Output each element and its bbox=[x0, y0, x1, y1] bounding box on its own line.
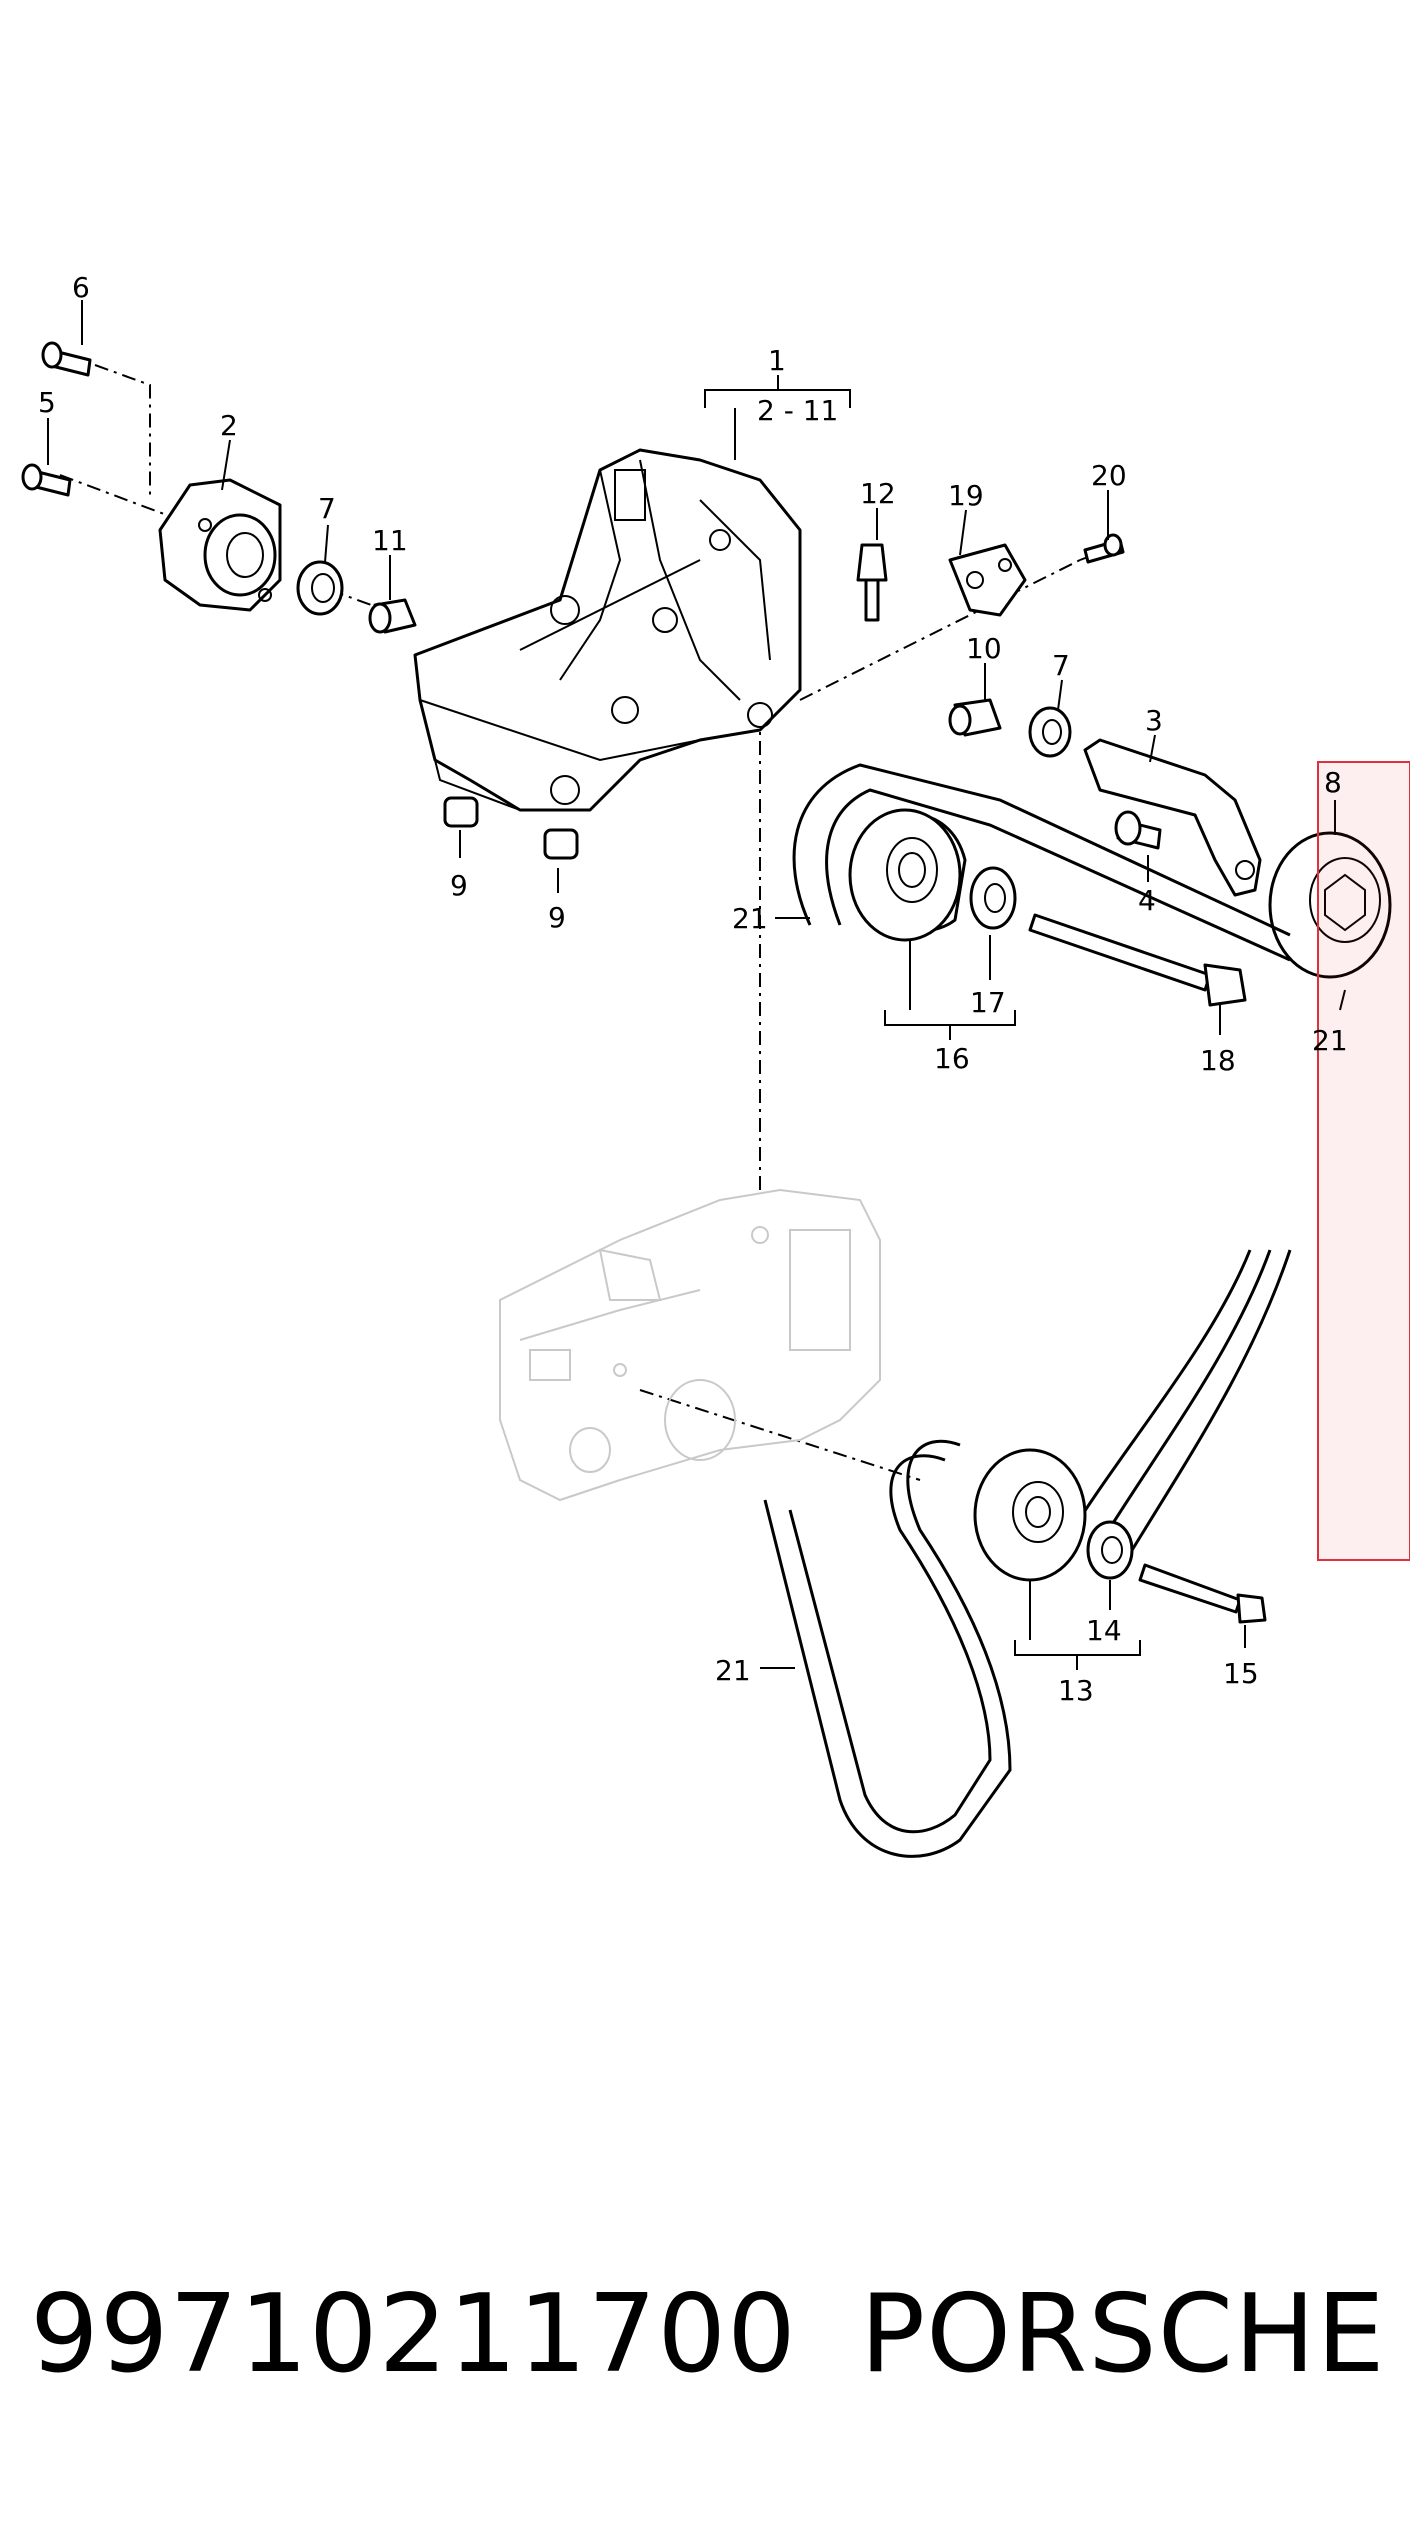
label-21-right: 21 bbox=[1312, 1024, 1348, 1057]
label-19: 19 bbox=[948, 479, 984, 512]
bolt-part-5 bbox=[21, 463, 72, 497]
label-20: 20 bbox=[1091, 459, 1127, 492]
part-number: 99710211700 bbox=[30, 2272, 797, 2397]
label-9-left: 9 bbox=[450, 869, 468, 902]
part-labels: 6 5 2 7 11 1 2 - 11 12 19 20 10 7 3 8 4 … bbox=[38, 271, 1348, 1707]
label-11: 11 bbox=[372, 524, 408, 557]
ring-part-7-right bbox=[1028, 706, 1072, 758]
bracket-housing bbox=[413, 448, 802, 812]
label-8: 8 bbox=[1324, 766, 1342, 799]
bolt-part-20 bbox=[1083, 533, 1125, 564]
washer-part-17 bbox=[969, 866, 1017, 930]
label-17: 17 bbox=[970, 986, 1006, 1019]
label-21-lower: 21 bbox=[715, 1654, 751, 1687]
belt-part-21-upper bbox=[792, 763, 1291, 962]
label-5: 5 bbox=[38, 386, 56, 419]
pulley-part-16 bbox=[848, 808, 967, 942]
clamp-part-19 bbox=[948, 543, 1027, 617]
label-15: 15 bbox=[1223, 1657, 1259, 1690]
label-7-left: 7 bbox=[318, 492, 336, 525]
tensioner-arm-part-3 bbox=[1083, 738, 1262, 897]
bolt-part-4 bbox=[1114, 810, 1162, 850]
label-13: 13 bbox=[1058, 1674, 1094, 1707]
label-16: 16 bbox=[934, 1042, 970, 1075]
leader-lines bbox=[47, 300, 1346, 1670]
washer-part-14 bbox=[1086, 1520, 1134, 1580]
label-10: 10 bbox=[966, 632, 1002, 665]
bushing-part-9-left bbox=[443, 796, 479, 828]
ring-part-7-left bbox=[296, 560, 344, 616]
sleeve-part-11 bbox=[368, 598, 417, 634]
pulley-part-8 bbox=[1268, 831, 1392, 979]
flange-part-2 bbox=[158, 478, 282, 612]
brand-name: PORSCHE bbox=[860, 2272, 1386, 2397]
label-7-right: 7 bbox=[1052, 649, 1070, 682]
bolt-part-15 bbox=[1138, 1563, 1267, 1624]
label-6: 6 bbox=[72, 271, 90, 304]
bolt-part-6 bbox=[41, 341, 92, 377]
highlight-box bbox=[1317, 761, 1410, 1561]
label-3: 3 bbox=[1145, 704, 1163, 737]
label-1: 1 bbox=[768, 344, 786, 377]
label-2: 2 bbox=[220, 409, 238, 442]
bushing-part-9-right bbox=[543, 828, 579, 860]
footer-caption: 99710211700 PORSCHE bbox=[30, 2260, 1390, 2410]
label-4: 4 bbox=[1138, 884, 1156, 917]
label-12: 12 bbox=[860, 477, 896, 510]
label-range-2-11: 2 - 11 bbox=[757, 394, 838, 427]
label-9-right: 9 bbox=[548, 901, 566, 934]
label-21-upper: 21 bbox=[732, 902, 768, 935]
engine-block-outline bbox=[499, 1188, 881, 1502]
bolt-part-12 bbox=[856, 543, 888, 622]
sleeve-part-10 bbox=[948, 698, 1002, 737]
label-14: 14 bbox=[1086, 1614, 1122, 1647]
label-18: 18 bbox=[1200, 1044, 1236, 1077]
bolt-part-18 bbox=[1028, 913, 1247, 1007]
pulley-part-13 bbox=[973, 1448, 1087, 1582]
